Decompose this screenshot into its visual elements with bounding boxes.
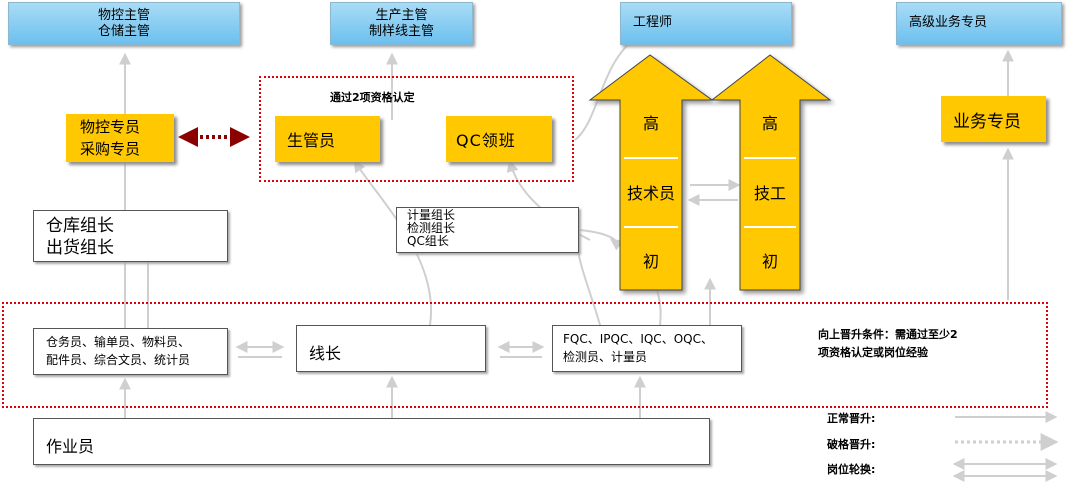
- engineer-label: 工程师: [633, 15, 673, 30]
- pmc-specialist-label: 物控专员: [80, 118, 141, 136]
- tech-arrow-left-high: 高: [642, 114, 659, 133]
- sample-line-manager-label: 制样线主管: [368, 23, 434, 39]
- clerks-label-line2: 配件员、综合文员、统计员: [46, 353, 191, 367]
- senior-sales-box: 高级业务专员: [896, 2, 1062, 45]
- production-clerk-box: 生管员: [275, 116, 380, 162]
- legend-rotation-label: 岗位轮换:: [827, 463, 876, 476]
- warehouse-manager-label: 仓储主管: [97, 23, 150, 39]
- tech-arrow-right-mid: 技工: [753, 184, 786, 203]
- purchasing-specialist-label: 采购专员: [80, 140, 141, 158]
- production-manager-box: 生产主管 制样线主管: [330, 2, 473, 45]
- certification-note: 通过2项资格认定: [330, 91, 415, 104]
- operator-label: 作业员: [46, 437, 95, 456]
- pmc-specialist-box: 物控专员 采购专员: [66, 114, 174, 162]
- operator-box: 作业员: [33, 418, 710, 465]
- promotion-condition-line1: 向上晋升条件：需通过至少2: [818, 328, 958, 341]
- line-leader-box: 线长: [296, 325, 486, 372]
- pmc-manager-box: 物控主管 仓储主管: [8, 2, 240, 45]
- warehouse-lead-label: 仓库组长: [46, 216, 114, 236]
- inspection-leads-box: 计量组长 检测组长 QC组长: [396, 207, 579, 253]
- metrology-lead-label: 计量组长: [407, 208, 456, 222]
- sales-specialist-label: 业务专员: [953, 111, 1021, 132]
- production-manager-label: 生产主管: [375, 7, 428, 23]
- senior-sales-label: 高级业务专员: [909, 15, 988, 30]
- warehouse-leads-box: 仓库组长 出货组长: [33, 210, 228, 262]
- qc-lead-label: QC组长: [407, 234, 449, 248]
- tech-arrow-left: [588, 54, 714, 291]
- tech-arrow-left-mid: 技术员: [626, 184, 675, 203]
- base-level-frame: [2, 302, 1048, 408]
- qc-staff-label-line1: FQC、IPQC、IQC、OQC、: [563, 332, 713, 346]
- engineer-box: 工程师: [620, 2, 792, 45]
- qc-leader-label: QC领班: [456, 131, 516, 150]
- legend-normal-label: 正常晋升:: [827, 412, 876, 425]
- sales-specialist-box: 业务专员: [941, 96, 1046, 142]
- qc-leader-box: QC领班: [446, 116, 552, 162]
- tech-arrow-left-low: 初: [642, 252, 659, 271]
- clerks-label-line1: 仓务员、输单员、物料员、: [46, 335, 191, 349]
- production-clerk-label: 生管员: [287, 131, 336, 150]
- clerks-box: 仓务员、输单员、物料员、 配件员、综合文员、统计员: [33, 328, 228, 375]
- promotion-condition-line2: 项资格认定或岗位经验: [818, 346, 928, 359]
- testing-lead-label: 检测组长: [407, 221, 456, 235]
- tech-arrow-right-low: 初: [761, 252, 778, 271]
- legend-special-label: 破格晋升:: [827, 438, 876, 451]
- certification-frame: [259, 76, 574, 182]
- tech-arrow-right-high: 高: [761, 114, 778, 133]
- tech-arrow-right: [710, 54, 832, 291]
- promo-arrow-inspect-bridge: [579, 229, 616, 241]
- qc-staff-label-line2: 检测员、计量员: [563, 350, 648, 364]
- qc-staff-box: FQC、IPQC、IQC、OQC、 检测员、计量员: [552, 325, 742, 372]
- line-leader-label: 线长: [309, 344, 342, 363]
- pmc-manager-label: 物控主管: [97, 7, 150, 23]
- shipping-lead-label: 出货组长: [46, 238, 114, 258]
